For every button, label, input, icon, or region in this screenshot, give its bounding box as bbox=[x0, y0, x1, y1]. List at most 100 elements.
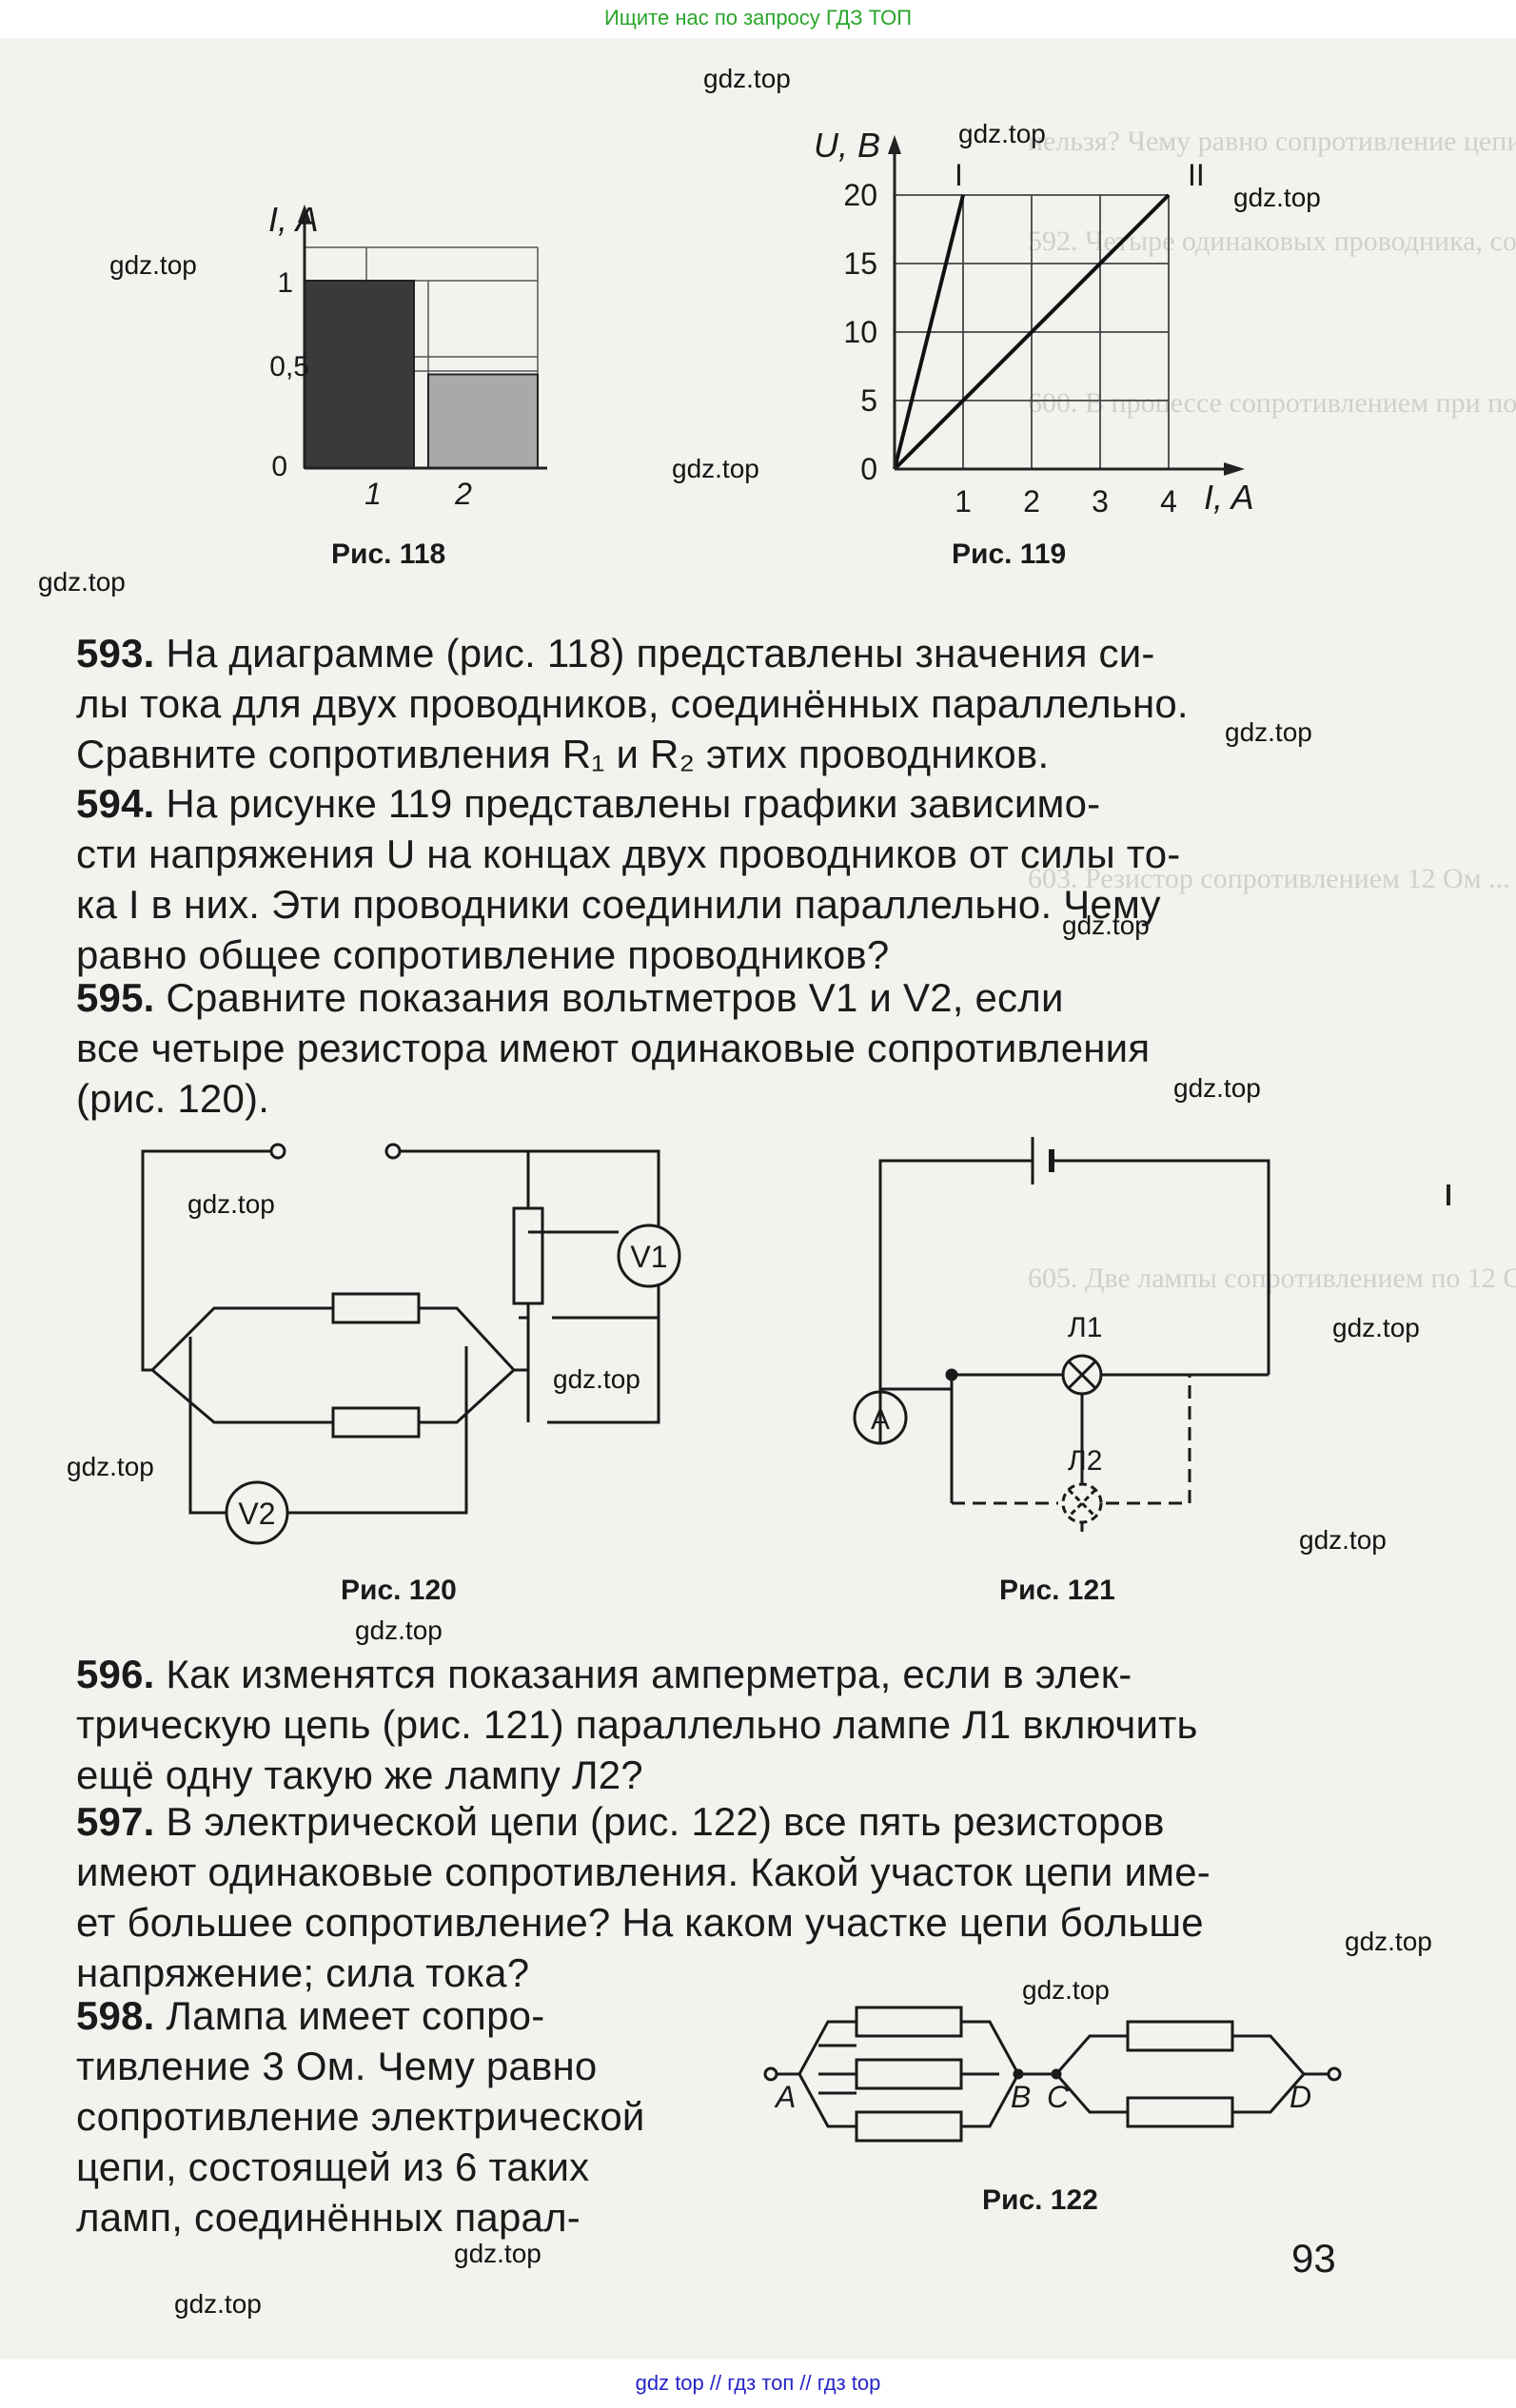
fig122-node-b-label: B bbox=[1011, 2080, 1031, 2114]
problem-593-line: На диаграмме (рис. 118) представлены зна… bbox=[166, 631, 1155, 675]
problem-597-line: напряжение; сила тока? bbox=[76, 1950, 530, 1995]
header-link[interactable]: Ищите нас по запросу ГДЗ ТОП bbox=[0, 0, 1516, 38]
watermark: gdz.top bbox=[958, 119, 1046, 148]
fig122-resistor bbox=[1126, 2096, 1234, 2128]
fig118-x-tick: 1 bbox=[364, 477, 382, 511]
scan-mark bbox=[1447, 1184, 1450, 1205]
fig119-y-tick: 15 bbox=[843, 246, 877, 281]
problem-598-line: сопротивление электрической bbox=[76, 2094, 645, 2139]
problem-595-number: 595. bbox=[76, 975, 155, 1020]
problem-594: 594. На рисунке 119 представлены графики… bbox=[76, 778, 1338, 980]
fig120-bridge bbox=[419, 1306, 516, 1424]
figure-119-caption: Рис. 119 bbox=[952, 538, 1067, 570]
fig121-dashed-branch bbox=[952, 1375, 1191, 1505]
problem-595-line: Сравните показания вольтметров V1 и V2, … bbox=[166, 975, 1064, 1020]
figure-120-caption: Рис. 120 bbox=[341, 1575, 457, 1606]
fig119-y-axis-label: U, В bbox=[814, 126, 880, 165]
fig122-resistor bbox=[855, 2058, 963, 2090]
fig118-x-tick: 2 bbox=[454, 477, 472, 511]
fig120-wire bbox=[528, 1151, 660, 1234]
problem-596-line: ещё одну такую же лампу Л2? bbox=[76, 1752, 643, 1797]
fig122-wire bbox=[961, 2020, 1020, 2128]
fig120-terminal-left bbox=[269, 1143, 286, 1160]
fig122-wire bbox=[1054, 2034, 1128, 2114]
fig119-series-line bbox=[893, 194, 965, 470]
problem-598-line: цепи, состоящей из 6 таких bbox=[76, 2144, 590, 2189]
fig122-wire bbox=[797, 2020, 856, 2128]
watermark: gdz.top bbox=[174, 2289, 262, 2319]
fig119-x-arrow bbox=[1224, 462, 1245, 476]
fig119-y-tick: 5 bbox=[860, 383, 877, 418]
figure-120-circuit: V1 V2 bbox=[141, 1143, 681, 1545]
problem-593-line: лы тока для двух проводников, соединённы… bbox=[76, 681, 1189, 726]
fig122-resistor bbox=[855, 2110, 963, 2143]
figure-121-circuit: A Л1 Л2 bbox=[853, 1137, 1270, 1532]
fig120-resistor-upper bbox=[331, 1292, 421, 1324]
fig119-x-tick: 4 bbox=[1160, 484, 1177, 519]
page-number: 93 bbox=[1291, 2236, 1336, 2281]
problem-593-line: Сравните сопротивления R₁ и R₂ этих пров… bbox=[76, 732, 1050, 776]
watermark: gdz.top bbox=[1332, 1313, 1420, 1342]
fig120-resistor-top bbox=[512, 1206, 544, 1305]
fig122-resistor bbox=[1126, 2020, 1234, 2052]
problem-597-line: ет большее сопротивление? На каком участ… bbox=[76, 1900, 1204, 1945]
figure-118-caption: Рис. 118 bbox=[331, 538, 446, 570]
problem-597-line: В электрической цепи (рис. 122) все пять… bbox=[166, 1799, 1165, 1844]
problem-597: 597. В электрической цепи (рис. 122) все… bbox=[76, 1796, 1338, 1998]
watermark: gdz.top bbox=[553, 1364, 640, 1394]
fig121-lamp-l2-label: Л2 bbox=[1068, 1445, 1102, 1477]
fig121-wire bbox=[1052, 1159, 1270, 1375]
fig120-bridge bbox=[150, 1306, 333, 1424]
fig118-y-tick: 0,5 bbox=[269, 351, 309, 382]
fig119-y-tick: 10 bbox=[843, 315, 877, 349]
fig122-terminal-right bbox=[1327, 2066, 1342, 2082]
fig122-resistor bbox=[855, 2006, 963, 2038]
fig120-v1-label: V1 bbox=[630, 1240, 667, 1274]
problem-594-line: На рисунке 119 представлены графики зави… bbox=[166, 781, 1101, 826]
problem-596-line: трическую цепь (рис. 121) параллельно ла… bbox=[76, 1702, 1198, 1747]
fig119-x-tick: 2 bbox=[1023, 484, 1040, 519]
watermark: gdz.top bbox=[1345, 1927, 1432, 1956]
fig120-resistor-lower bbox=[331, 1406, 421, 1439]
problem-593: 593. На диаграмме (рис. 118) представлен… bbox=[76, 628, 1338, 779]
fig121-lamp-l1-cross bbox=[1067, 1360, 1097, 1390]
fig121-wire bbox=[950, 1375, 1084, 1503]
problem-594-line: сти напряжения U на концах двух проводни… bbox=[76, 832, 1181, 876]
fig120-wire bbox=[188, 1337, 468, 1515]
fig120-wire bbox=[141, 1149, 271, 1372]
problem-593-number: 593. bbox=[76, 631, 155, 675]
fig121-lamp-l2-cross bbox=[1067, 1488, 1097, 1518]
fig121-lamp-l1-label: Л1 bbox=[1068, 1312, 1102, 1343]
problem-594-line: равно общее сопротивление проводников? bbox=[76, 932, 890, 977]
problem-594-number: 594. bbox=[76, 781, 155, 826]
watermark: gdz.top bbox=[672, 454, 759, 483]
fig118-y-tick: 1 bbox=[277, 267, 293, 299]
problem-598-line: Лампа имеет сопро- bbox=[166, 1993, 545, 2038]
fig119-y-tick: 0 bbox=[860, 452, 877, 486]
fig120-v2-label: V2 bbox=[238, 1497, 275, 1531]
problem-598-line: ламп, соединённых парал- bbox=[76, 2195, 581, 2240]
figure-121-caption: Рис. 121 bbox=[999, 1575, 1115, 1606]
figure-118-bar-chart: I, A 1 0,5 0 1 2 bbox=[268, 200, 547, 511]
watermark: gdz.top bbox=[1225, 717, 1312, 747]
watermark: gdz.top bbox=[703, 64, 791, 93]
watermark: gdz.top bbox=[1173, 1073, 1261, 1103]
fig120-voltmeter-v1 bbox=[617, 1224, 681, 1288]
problem-595: 595. Сравните показания вольтметров V1 и… bbox=[76, 972, 1338, 1124]
fig122-node-a-label: A bbox=[774, 2080, 796, 2114]
problem-595-line: все четыре резистора имеют одинаковые со… bbox=[76, 1026, 1151, 1070]
watermark: gdz.top bbox=[38, 567, 126, 597]
fig119-y-arrow bbox=[888, 135, 901, 154]
watermark: gdz.top bbox=[1062, 910, 1150, 940]
fig118-y-arrow bbox=[298, 205, 311, 223]
fig118-y-axis-label: I, A bbox=[268, 200, 319, 239]
footer-link[interactable]: gdz top // гдз топ // гдз top bbox=[0, 2359, 1516, 2408]
problem-597-number: 597. bbox=[76, 1799, 155, 1844]
fig122-node-c-label: C bbox=[1047, 2080, 1070, 2114]
fig121-wire bbox=[878, 1159, 1033, 1389]
problem-595-line: (рис. 120). bbox=[76, 1076, 270, 1121]
problem-594-line: ка I в них. Эти проводники соединили пар… bbox=[76, 882, 1161, 927]
problem-596-line: Как изменятся показания амперметра, если… bbox=[166, 1652, 1132, 1696]
